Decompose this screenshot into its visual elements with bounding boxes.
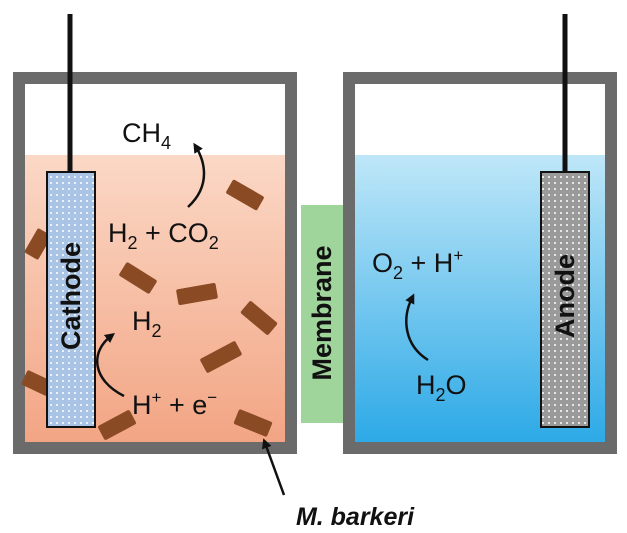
oxygen-protons-label: O2 + H+ — [372, 246, 463, 283]
anode-electrode — [540, 171, 590, 428]
membrane: Membrane — [301, 205, 343, 423]
cathode-chamber-frame — [13, 72, 297, 454]
organism-label: M. barkeri — [296, 503, 415, 531]
bacterium — [200, 341, 242, 373]
bacterium — [119, 262, 157, 294]
bacterium — [233, 409, 273, 437]
bacterium — [240, 301, 278, 335]
cathode-chamber: Cathode CH4 H2 + CO2 H2 H+ + e− — [13, 14, 297, 454]
anode-chamber: Anode O2 + H+ H2O — [343, 14, 617, 454]
cathode-label: Cathode — [56, 242, 86, 350]
membrane-label: Membrane — [307, 245, 337, 380]
bacterium — [21, 370, 53, 396]
reaction-arrow-h2o-to-o2 — [405, 293, 429, 362]
cathode-electrode — [46, 171, 96, 428]
protons-electrons-label: H+ + e− — [132, 388, 217, 420]
reaction-arrow-co2-to-ch4 — [187, 142, 206, 208]
anode-chamber-frame — [343, 72, 617, 454]
bacterium — [226, 179, 264, 211]
bacteria-cluster — [21, 179, 278, 440]
water-label: H2O — [416, 370, 467, 405]
hydrogen-label: H2 — [132, 306, 162, 341]
bacterium — [98, 410, 136, 440]
methane-label: CH4 — [122, 118, 171, 153]
organism-pointer-arrow — [262, 438, 286, 496]
reaction-arrow-h-to-h2 — [96, 332, 125, 398]
bacterium — [24, 228, 52, 260]
anode-label: Anode — [550, 254, 580, 338]
hydrogen-co2-label: H2 + CO2 — [108, 218, 219, 253]
bacterium — [176, 282, 218, 306]
